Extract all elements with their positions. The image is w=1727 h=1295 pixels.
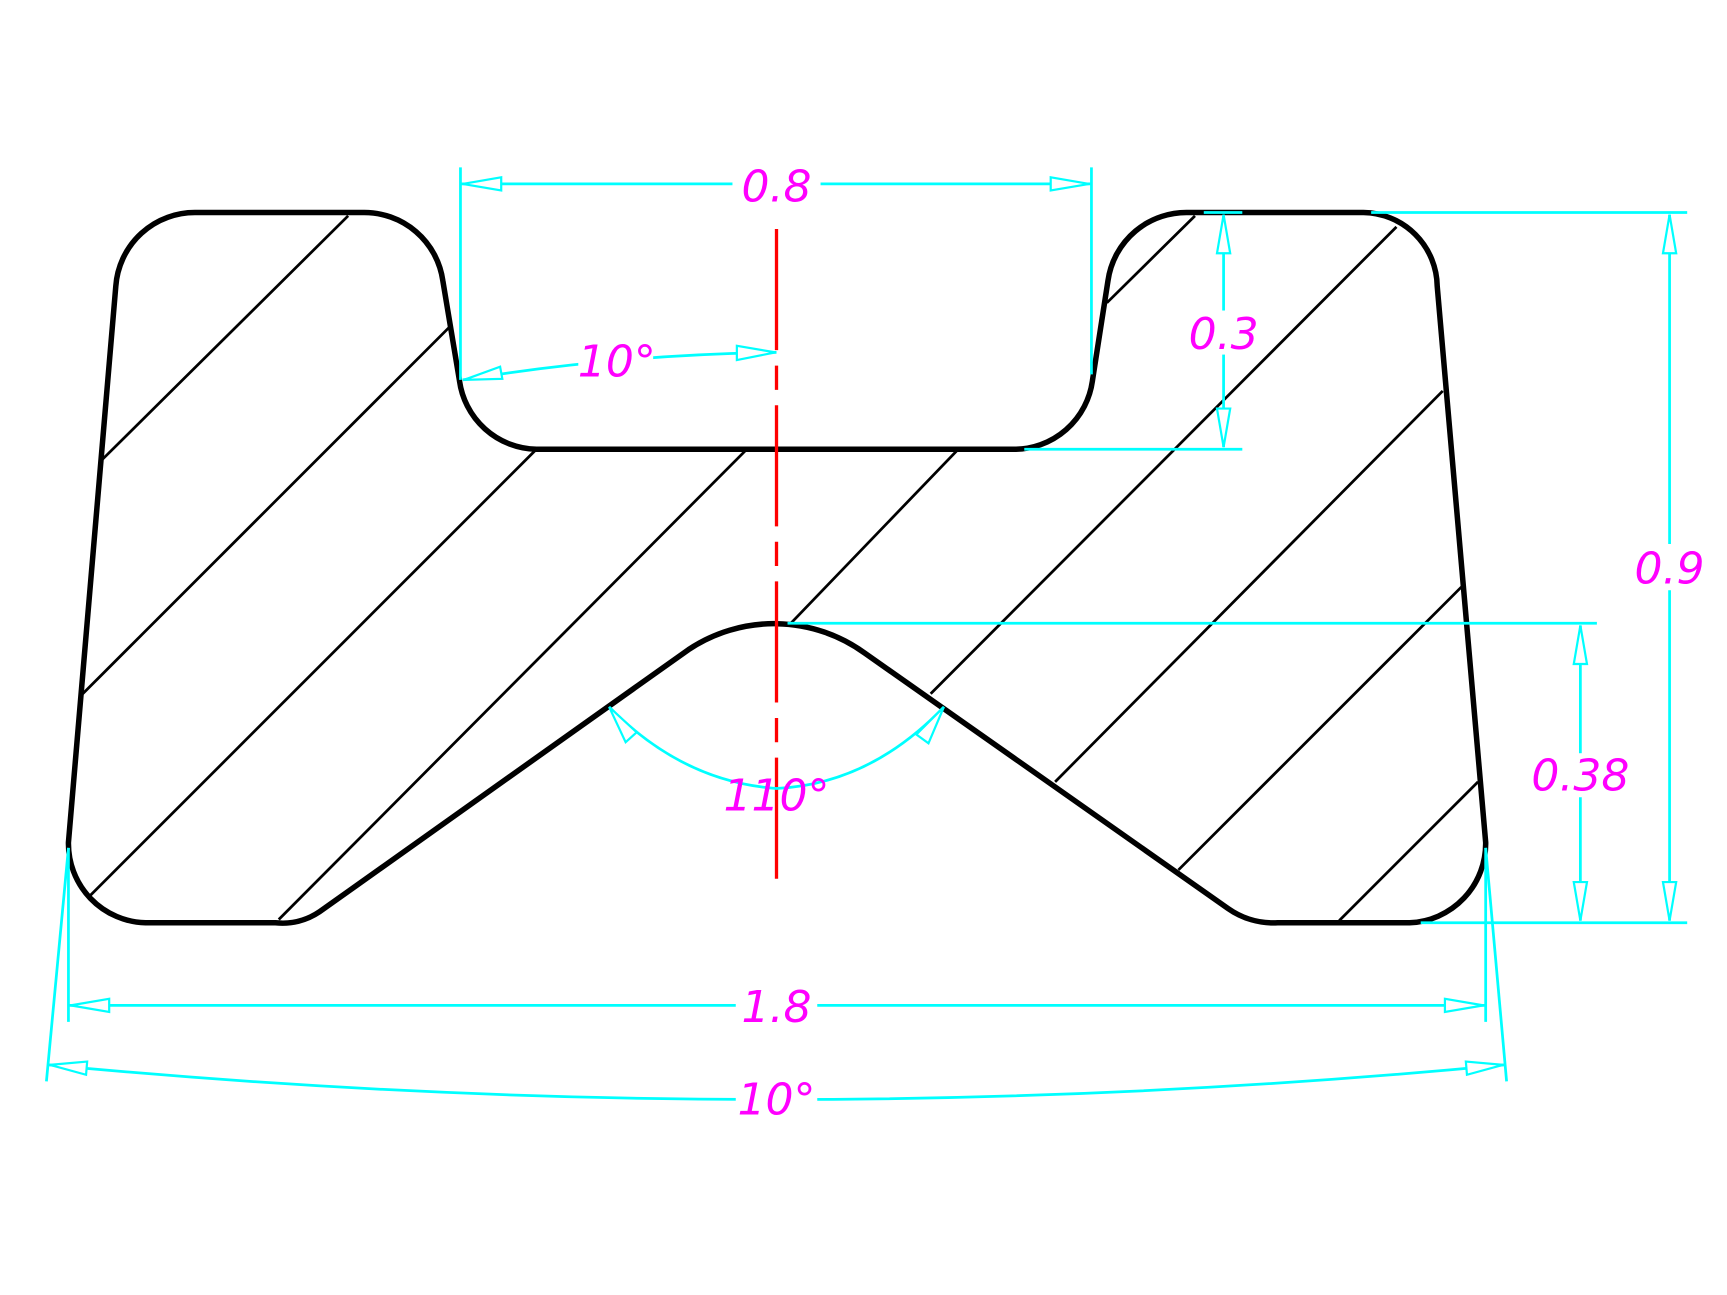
dimension-labels: 0.8 10° 0.3 0.9 0.38 110° 1.8 10° (578, 162, 1712, 1125)
label-groove-angle: 110° (723, 770, 829, 821)
hatch-lines (81, 214, 1479, 922)
label-notch-angle: 10° (578, 337, 656, 388)
label-total-height: 0.9 (1635, 544, 1705, 595)
label-notch-width: 0.8 (741, 162, 811, 213)
label-base-width: 1.8 (741, 982, 811, 1033)
label-groove-depth: 0.38 (1531, 751, 1629, 802)
label-notch-depth: 0.3 (1189, 309, 1259, 360)
dimension-lines (45, 167, 1688, 1101)
label-side-angle: 10° (737, 1074, 815, 1125)
